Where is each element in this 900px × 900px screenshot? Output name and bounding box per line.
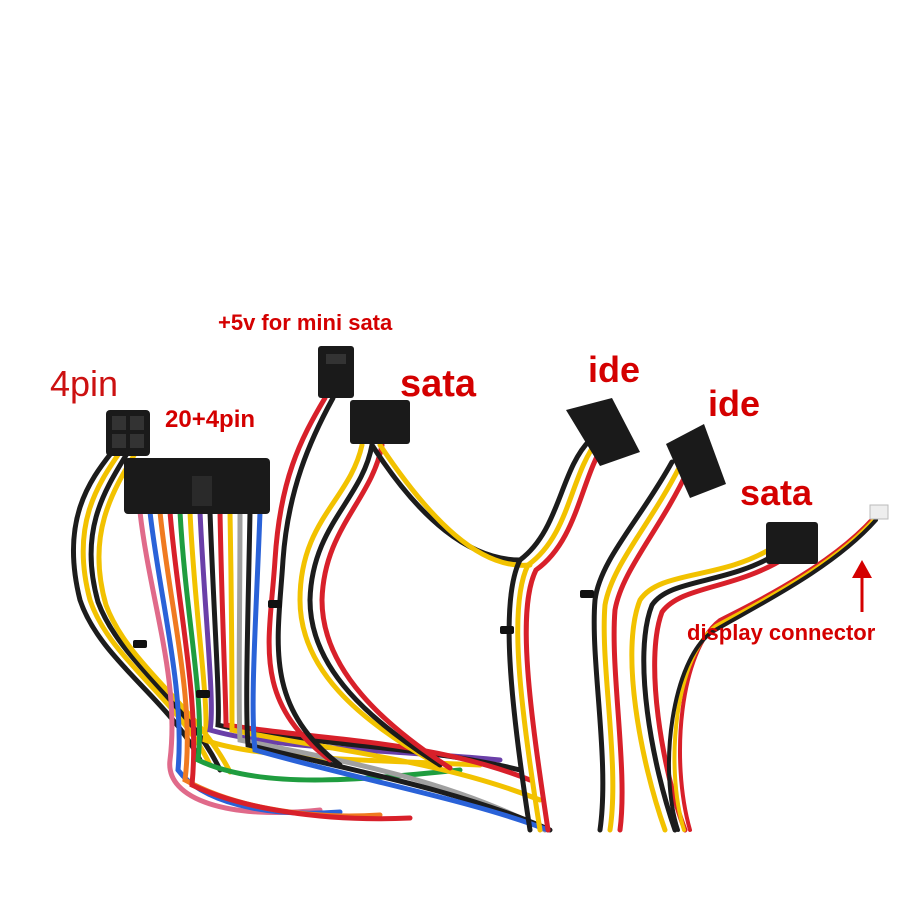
label-display-connector: display connector bbox=[687, 620, 876, 645]
label-ide-left: ide bbox=[588, 349, 641, 390]
connector-ide-right bbox=[666, 424, 726, 498]
label-sata-right: sata bbox=[740, 472, 813, 513]
connector-sata-top bbox=[350, 400, 410, 444]
label-20-plus-4pin: 20+4pin bbox=[165, 406, 256, 433]
label-sata-top: sata bbox=[400, 363, 477, 405]
connector-ide-left bbox=[566, 398, 640, 466]
connector-24pin bbox=[124, 458, 270, 514]
wire-harness bbox=[70, 395, 882, 833]
label-4pin: 4pin bbox=[50, 363, 119, 404]
cable-ties bbox=[133, 590, 594, 698]
connector-mini-sata-power bbox=[318, 346, 354, 398]
connector-display bbox=[869, 504, 889, 520]
connector-4pin bbox=[106, 410, 150, 456]
label-ide-right: ide bbox=[708, 383, 761, 424]
up-arrow-icon bbox=[852, 560, 872, 612]
connector-sata-right bbox=[766, 522, 818, 564]
label-5v-mini-sata: +5v for mini sata bbox=[218, 310, 393, 335]
